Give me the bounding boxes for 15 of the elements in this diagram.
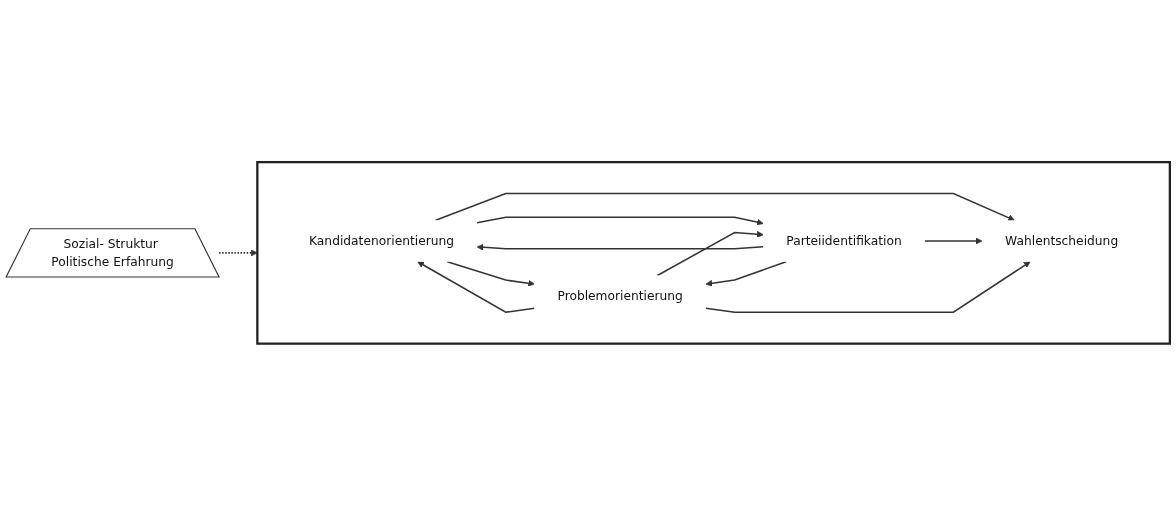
node-text: Parteiidentifikation: [786, 232, 902, 248]
arrow: [705, 260, 787, 287]
arrow: [446, 260, 535, 287]
arrow: [705, 261, 1031, 313]
arrow: [218, 249, 258, 256]
arrow: [923, 237, 983, 244]
arrow: [656, 230, 764, 276]
arrow: [434, 192, 1015, 221]
arrow: [476, 216, 764, 226]
node-text: Problemorientierung: [557, 288, 683, 303]
arrow: [417, 261, 536, 313]
node-text: Kandidatenorientierung: [309, 232, 455, 248]
node-text: Wahlentscheidung: [1005, 232, 1119, 248]
cluster: [256, 160, 1171, 345]
arrow: [476, 243, 765, 251]
